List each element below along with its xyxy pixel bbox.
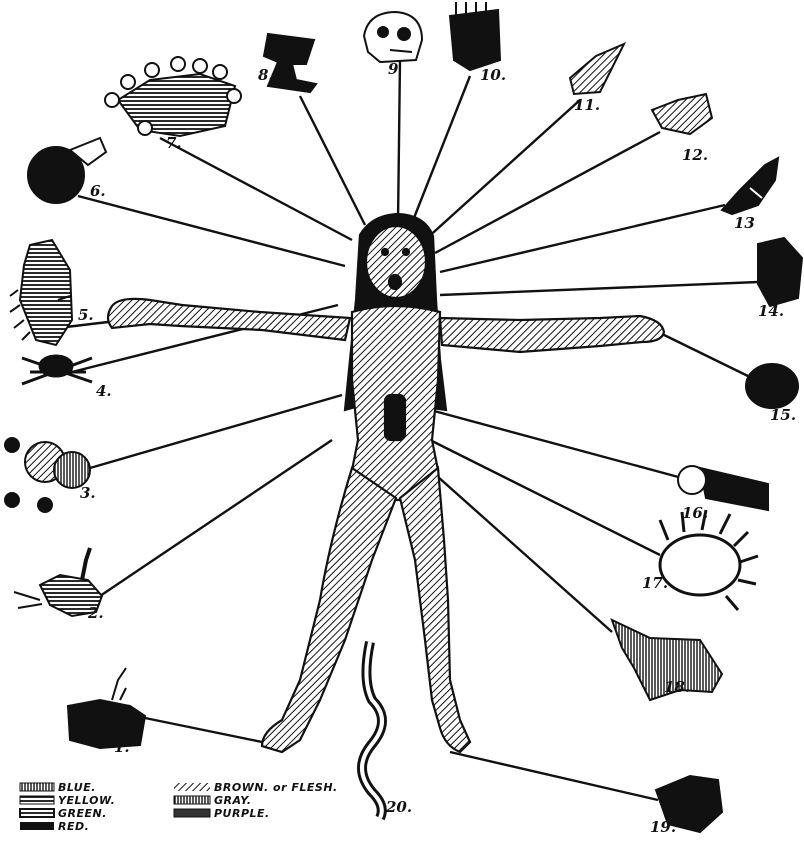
glyph-10-wind — [450, 2, 500, 70]
number-13: 13 — [734, 214, 755, 232]
number-2: 2. — [87, 604, 104, 622]
number-18: 18. — [664, 678, 690, 696]
glyph-13-flint — [722, 158, 778, 214]
number-20: 20. — [385, 798, 412, 816]
number-12: 12. — [682, 146, 708, 164]
glyph-9-skull — [364, 12, 422, 62]
number-10: 10. — [480, 66, 506, 84]
number-17: 17. — [642, 574, 668, 592]
glyph-17-sun — [660, 510, 758, 610]
number-5: 5. — [78, 306, 94, 324]
color-legend: BLUE. YELLOW. GREEN. RED. BROWN. or FLES… — [20, 781, 338, 833]
right-leg — [400, 468, 470, 752]
glyph-20-serpent — [362, 642, 382, 818]
number-1: 1. — [114, 738, 130, 756]
legend-yellow: YELLOW. — [58, 794, 115, 807]
glyph-15-vulture — [746, 364, 798, 408]
glyph-11-lizard — [570, 44, 624, 94]
legend-gray: GRAY. — [214, 794, 252, 807]
glyph-12-jaguar — [652, 94, 712, 134]
number-15: 15. — [770, 406, 796, 424]
number-16: 16. — [682, 504, 708, 522]
right-arm — [440, 316, 664, 352]
glyph-1-deer — [68, 668, 145, 748]
number-6: 6. — [90, 182, 106, 200]
glyph-5-dog — [10, 240, 72, 345]
number-14: 14. — [758, 302, 784, 320]
number-8: 8. — [258, 66, 274, 84]
legend-purple: PURPLE. — [214, 807, 270, 820]
number-3: 3. — [80, 484, 96, 502]
number-19: 19. — [650, 818, 676, 836]
left-arm — [108, 299, 350, 340]
human-figure — [108, 214, 664, 752]
glyph-7-flower — [105, 57, 241, 136]
legend-blue: BLUE. — [58, 781, 96, 794]
legend-green: GREEN. — [58, 807, 107, 820]
glyph-3-rabbit — [5, 438, 90, 512]
number-9: 9 — [388, 60, 399, 78]
glyph-14-rain — [758, 238, 802, 306]
number-7: 7. — [166, 134, 182, 152]
legend-red: RED. — [58, 820, 89, 833]
number-11: 11. — [574, 96, 600, 114]
number-4: 4. — [96, 382, 112, 400]
legend-brown: BROWN. or FLESH. — [214, 781, 338, 794]
